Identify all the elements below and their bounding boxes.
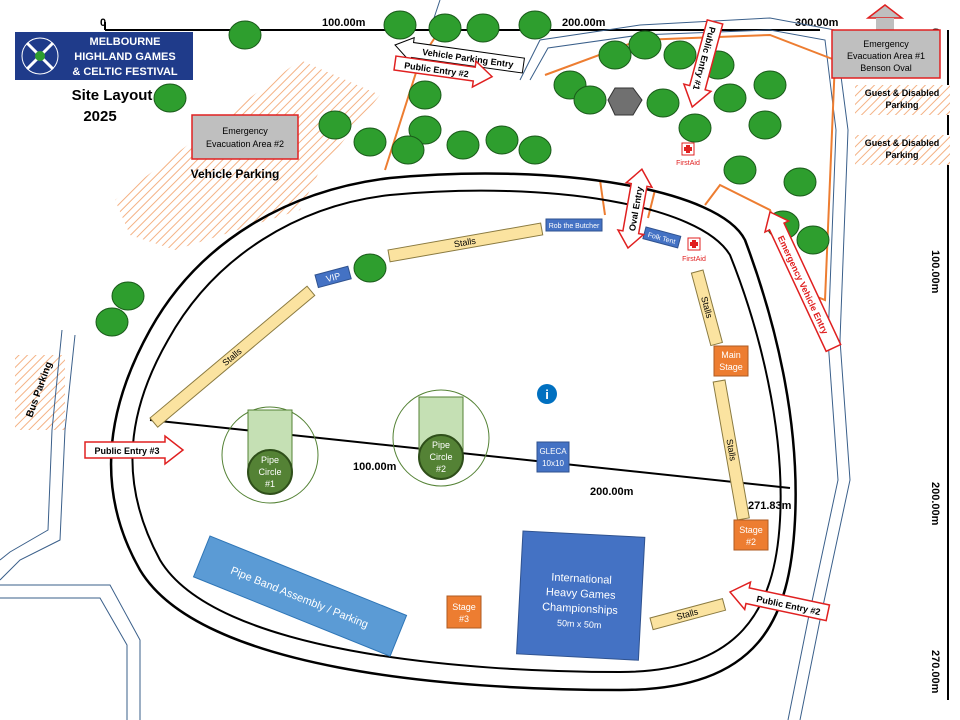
gleca-l2: 10x10 — [542, 459, 564, 468]
measure-line — [149, 419, 791, 489]
stalls-northwest[interactable]: Stalls — [149, 285, 316, 428]
logo-emblem-icon — [21, 37, 59, 75]
gleca-l1: GLECA — [539, 447, 567, 456]
public-entry-3-arrow[interactable]: Public Entry #3 — [84, 434, 185, 466]
stalls-east-upper[interactable]: Stalls — [690, 269, 724, 347]
public-entry-3-label: Public Entry #3 — [94, 446, 159, 456]
info-icon[interactable]: i — [537, 384, 557, 404]
right-scale-label-200: 200.00m — [929, 482, 941, 526]
top-scale-label-100: 100.00m — [322, 17, 366, 29]
fence-east — [544, 33, 837, 302]
vip-label: VIP — [325, 271, 342, 284]
firstaid-2-label: FirstAid — [682, 256, 706, 263]
stalls-southeast[interactable]: Stalls — [649, 597, 727, 631]
evac2-l2: Evacuation Area #2 — [206, 139, 284, 149]
guest-parking-area-1 — [855, 85, 950, 115]
stage-2-l1: Stage — [739, 525, 763, 535]
pipe-circle-1[interactable]: Pipe Circle #1 — [221, 406, 319, 504]
stage-3-l1: Stage — [452, 602, 476, 612]
stage-3-l2: #3 — [459, 614, 469, 624]
rob-label: Rob the Butcher — [549, 223, 600, 230]
folk-tent[interactable]: Folk Tent — [642, 226, 682, 249]
page-title-line-1: Site Layout — [72, 87, 153, 104]
vehicle-parking-label: Vehicle Parking — [191, 167, 280, 181]
vip-tent[interactable]: VIP — [314, 265, 352, 289]
pipe2-l3: #2 — [436, 464, 446, 474]
top-scale-bar: 0 100.00m 200.00m 300.00m — [100, 17, 839, 31]
trees — [95, 10, 830, 337]
measure-label-200: 200.00m — [590, 486, 634, 498]
right-scale-bar: 0 100.00m 200.00m 270.00m — [929, 28, 949, 700]
oval-gate-left — [599, 179, 606, 216]
first-aid-2[interactable]: FirstAid — [682, 237, 706, 263]
pipe2-l1: Pipe — [432, 440, 450, 450]
guest-parking-1-l1: Guest & Disabled — [865, 88, 940, 98]
evac2-l1: Emergency — [222, 126, 268, 136]
pipe1-l1: Pipe — [261, 455, 279, 465]
logo-line-3: & CELTIC FESTIVAL — [72, 66, 178, 78]
pipe2-l2: Circle — [429, 452, 452, 462]
firstaid-1-label: FirstAid — [676, 160, 700, 167]
stalls-east-lower[interactable]: Stalls — [712, 379, 750, 521]
stage-2[interactable]: Stage #2 — [733, 519, 769, 551]
main-stage-l1: Main — [721, 350, 741, 360]
evac1-l1: Emergency — [863, 39, 909, 49]
page-title-line-2: 2025 — [83, 108, 116, 125]
top-scale-label-300: 300.00m — [795, 17, 839, 29]
pipe1-l3: #1 — [265, 479, 275, 489]
heavy-l2: Heavy Games — [546, 586, 617, 602]
main-stage[interactable]: Main Stage — [713, 345, 749, 377]
svg-text:i: i — [545, 387, 549, 402]
top-scale-label-200: 200.00m — [562, 17, 606, 29]
gleca-tent[interactable]: GLECA 10x10 — [536, 441, 570, 473]
evacuation-area-2[interactable]: Emergency Evacuation Area #2 — [191, 114, 299, 160]
stage-3[interactable]: Stage #3 — [446, 595, 482, 629]
rotunda — [607, 87, 643, 116]
pipe-circle-2[interactable]: Pipe Circle #2 — [392, 389, 490, 487]
heavy-l1: International — [551, 572, 612, 587]
heavy-l3: Championships — [542, 601, 619, 617]
stalls-north[interactable]: Stalls — [387, 222, 544, 263]
main-stage-l2: Stage — [719, 362, 743, 372]
festival-logo: MELBOURNE HIGHLAND GAMES & CELTIC FESTIV… — [15, 32, 193, 80]
pipe1-l2: Circle — [258, 467, 281, 477]
evac1-l3: Benson Oval — [860, 63, 912, 73]
oval-track — [109, 172, 797, 692]
stalls-north-label: Stalls — [453, 236, 477, 250]
bus-parking-area — [15, 355, 65, 430]
oval-gate-right — [647, 189, 656, 219]
oval-entry-arrow[interactable]: Oval Entry — [615, 167, 654, 250]
evacuation-area-1[interactable]: Emergency Evacuation Area #1 Benson Oval — [831, 4, 941, 79]
top-scale-label-0: 0 — [100, 17, 106, 29]
measure-label-100: 100.00m — [353, 461, 397, 473]
evac1-l2: Evacuation Area #1 — [847, 51, 925, 61]
logo-line-1: MELBOURNE — [90, 36, 161, 48]
rob-the-butcher[interactable]: Rob the Butcher — [545, 218, 603, 232]
stalls-east-lower-label: Stalls — [724, 438, 738, 462]
pipe-band-assembly[interactable]: Pipe Band Assembly / Parking — [192, 535, 408, 657]
guest-parking-2-l1: Guest & Disabled — [865, 138, 940, 148]
stage-2-l2: #2 — [746, 537, 756, 547]
first-aid-1[interactable]: FirstAid — [676, 142, 700, 167]
heavy-games-area[interactable]: International Heavy Games Championships … — [516, 530, 646, 661]
logo-line-2: HIGHLAND GAMES — [74, 51, 175, 63]
right-scale-label-270: 270.00m — [929, 650, 941, 694]
guest-parking-2-l2: Parking — [885, 150, 918, 160]
guest-parking-area-2 — [855, 135, 950, 165]
right-scale-label-100: 100.00m — [929, 250, 941, 294]
heavy-l4: 50m x 50m — [557, 618, 602, 630]
measure-label-end: 271.83m — [748, 500, 792, 512]
guest-parking-1-l2: Parking — [885, 100, 918, 110]
